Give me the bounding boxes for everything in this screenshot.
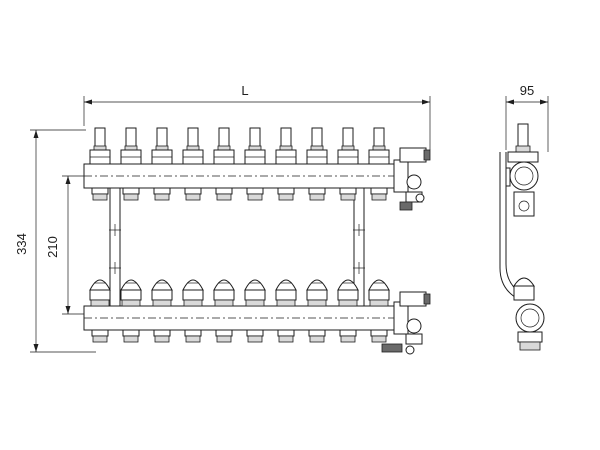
total-height-label: 334 xyxy=(14,233,29,255)
flow-meter xyxy=(275,127,297,201)
flow-meter xyxy=(151,127,173,201)
valve-cap xyxy=(337,279,359,343)
dimension-total-height: 334 xyxy=(14,129,96,353)
axis-distance-label: 210 xyxy=(45,236,60,258)
valve-cap xyxy=(306,279,328,343)
valve-cap xyxy=(151,279,173,343)
flow-meter xyxy=(337,127,359,201)
lower-manifold-bar xyxy=(83,279,431,355)
dimension-depth: 95 xyxy=(505,83,549,152)
flow-meter xyxy=(306,127,328,201)
lower-end-fitting xyxy=(381,291,431,355)
upper-end-fitting xyxy=(393,147,431,211)
upper-outlets xyxy=(89,127,390,201)
depth-label: 95 xyxy=(520,83,534,98)
valve-cap xyxy=(275,279,297,343)
dimension-length: L xyxy=(83,83,431,150)
valve-cap xyxy=(120,279,142,343)
valve-cap xyxy=(368,279,390,343)
valve-cap xyxy=(89,279,111,343)
side-view xyxy=(499,123,545,351)
flow-meter xyxy=(213,127,235,201)
flow-meter xyxy=(182,127,204,201)
valve-cap xyxy=(182,279,204,343)
lower-outlets xyxy=(89,279,390,343)
flow-meter xyxy=(368,127,390,201)
upper-manifold-bar xyxy=(83,127,431,211)
dimension-axis-distance: 210 xyxy=(45,175,84,315)
flow-meter xyxy=(89,127,111,201)
flow-meter xyxy=(244,127,266,201)
valve-cap xyxy=(244,279,266,343)
valve-cap xyxy=(213,279,235,343)
flow-meter xyxy=(120,127,142,201)
length-label: L xyxy=(241,83,248,98)
